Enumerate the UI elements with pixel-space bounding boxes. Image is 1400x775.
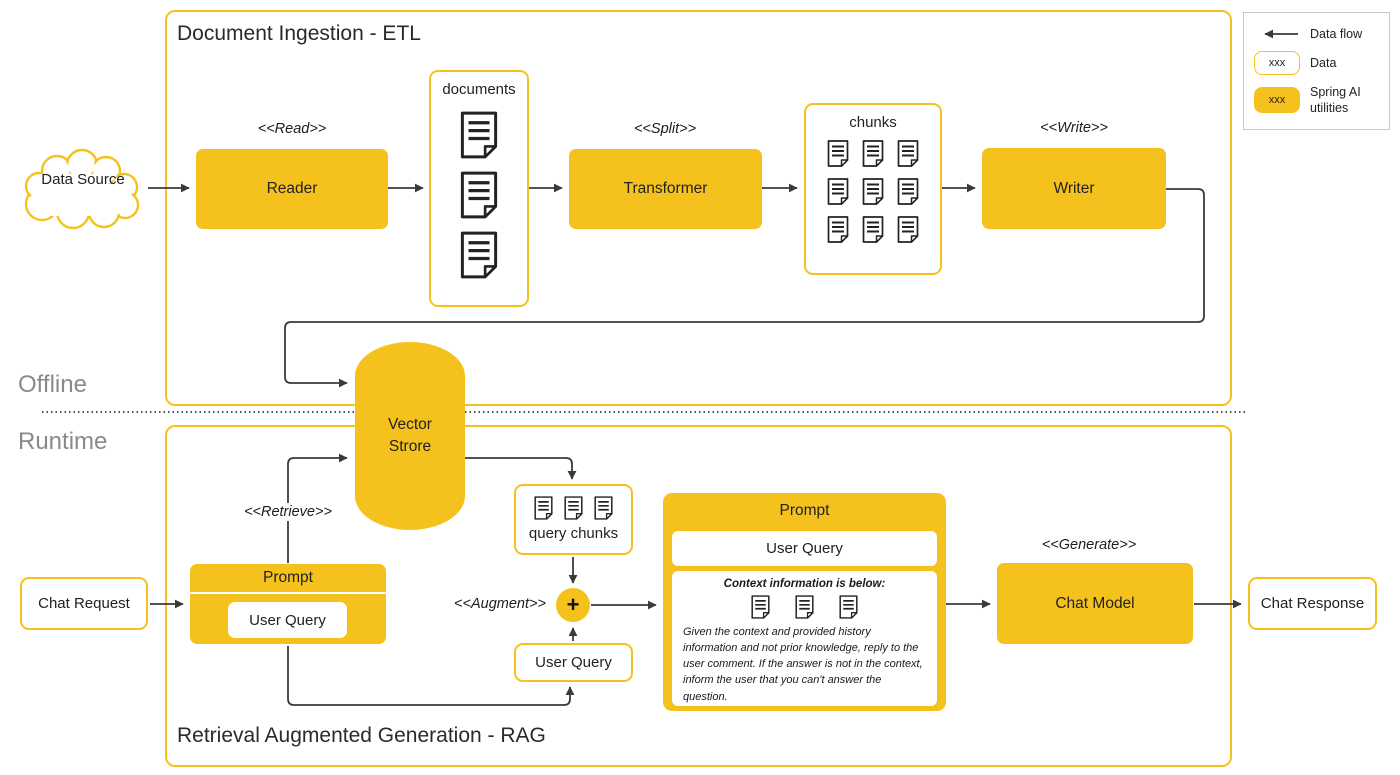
prompt-title: Prompt: [263, 569, 313, 586]
augment-stereotype: <<Augment>>: [454, 596, 546, 612]
documents-label: documents: [442, 81, 516, 98]
reader-box: Reader: [196, 149, 388, 229]
legend-row-data: xxx Data: [1254, 50, 1379, 75]
document-icon: [861, 139, 885, 168]
prompt-detail-title: Prompt: [779, 502, 830, 519]
document-icon: [750, 594, 771, 620]
etl-container: [165, 10, 1232, 406]
legend-row-data-flow: Data flow: [1254, 26, 1379, 42]
document-icon: [896, 215, 920, 244]
data-source-label: Data Source: [41, 171, 125, 188]
legend: Data flow xxx Data xxx Spring AI utiliti…: [1243, 12, 1390, 130]
chat-model-box: Chat Model: [997, 563, 1193, 644]
document-icon: [826, 215, 850, 244]
arrow-writer-to-vectorstore: [284, 188, 1205, 388]
document-icon: [593, 495, 614, 521]
chunks-box: chunks: [804, 103, 942, 275]
document-icon: [861, 177, 885, 206]
documents-box: documents: [429, 70, 529, 307]
legend-data-label: Data: [1310, 55, 1337, 70]
query-chunks-box: query chunks: [514, 484, 633, 555]
augment-plus-icon: +: [556, 588, 590, 622]
chunks-grid: [826, 139, 920, 244]
document-icon: [458, 170, 500, 220]
document-icon: [533, 495, 554, 521]
data-box-sample: xxx: [1254, 50, 1300, 75]
query-chunks-label: query chunks: [528, 525, 619, 542]
writer-box: Writer: [982, 148, 1166, 229]
legend-utilities-label: Spring AI utilities: [1310, 84, 1361, 116]
transformer-box: Transformer: [569, 149, 762, 229]
data-flow-arrow-icon: [1254, 28, 1300, 40]
offline-label: Offline: [18, 371, 87, 398]
runtime-label: Runtime: [18, 428, 108, 455]
query-chunks-icons: [533, 495, 614, 521]
document-icon: [458, 110, 500, 160]
chat-request-box: Chat Request: [20, 577, 148, 630]
write-stereotype: <<Write>>: [1040, 120, 1108, 136]
retrieve-stereotype: <<Retrieve>>: [240, 503, 336, 521]
arrow-vectorstore-to-querychunks: [465, 457, 577, 480]
document-icon: [458, 230, 500, 280]
generate-stereotype: <<Generate>>: [1041, 537, 1137, 553]
context-instructions: Given the context and provided history i…: [683, 626, 923, 703]
document-icon: [896, 177, 920, 206]
cloud-icon: [24, 148, 140, 230]
legend-data-flow-label: Data flow: [1310, 26, 1363, 41]
rag-container: [165, 425, 1232, 767]
utilities-box-sample: xxx: [1254, 87, 1300, 114]
document-icon: [563, 495, 584, 521]
document-icon: [826, 177, 850, 206]
chat-response-box: Chat Response: [1248, 577, 1377, 630]
document-icon: [861, 215, 885, 244]
legend-row-utilities: xxx Spring AI utilities: [1254, 84, 1379, 117]
document-icon: [826, 139, 850, 168]
arrow-prompt-to-userquery-loop: [287, 646, 575, 706]
arrow-prompt-to-vectorstore-retrieve: [287, 453, 348, 563]
document-icon: [896, 139, 920, 168]
prompt-separator: [190, 592, 386, 594]
document-icon: [794, 594, 815, 620]
prompt-detail-context-box: Context information is below: Given the …: [672, 571, 937, 706]
prompt-detail-user-query-box: User Query: [672, 531, 937, 566]
prompt-user-query-box: User Query: [228, 602, 347, 638]
rag-title: Retrieval Augmented Generation - RAG: [177, 724, 546, 747]
chunks-label: chunks: [849, 114, 897, 131]
user-query-box: User Query: [514, 643, 633, 682]
read-stereotype: <<Read>>: [257, 121, 327, 137]
context-heading: Context information is below:: [723, 578, 886, 590]
context-icons: [672, 594, 937, 620]
split-stereotype: <<Split>>: [633, 121, 697, 137]
vector-store-cylinder: Vector Strore: [355, 342, 465, 530]
etl-title: Document Ingestion - ETL: [177, 22, 421, 45]
document-icon: [838, 594, 859, 620]
